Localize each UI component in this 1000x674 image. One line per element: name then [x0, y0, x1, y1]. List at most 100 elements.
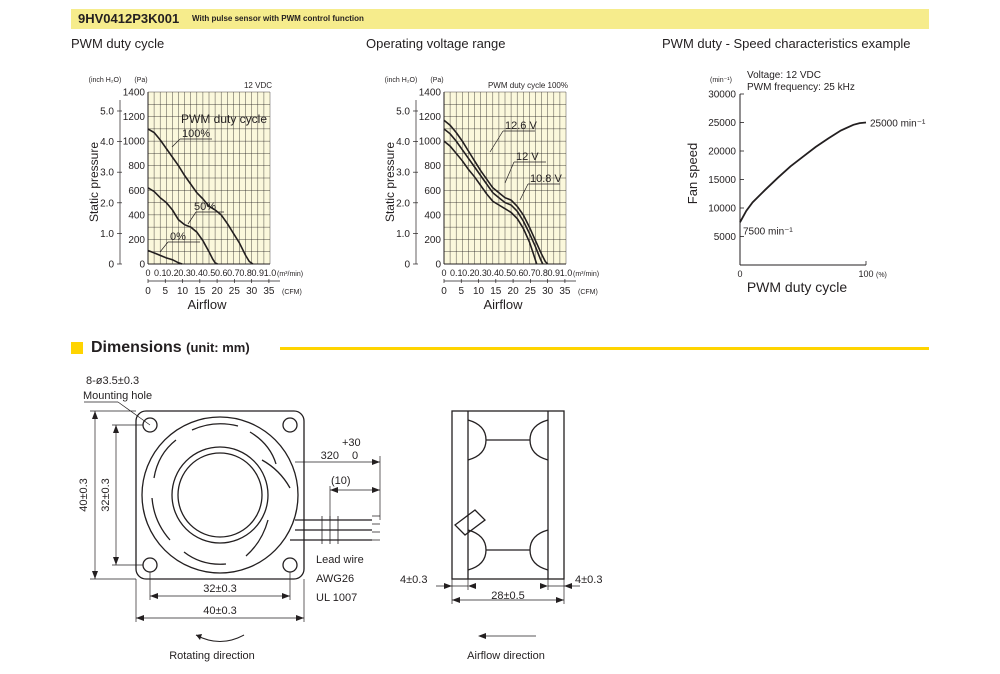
chart1-unit-pa: (Pa)	[134, 77, 147, 84]
chart1-unit-cfm: (CFM)	[282, 289, 302, 296]
chart1-pa-tick-label: 600	[128, 186, 145, 197]
rotating-direction-label: Rotating direction	[169, 650, 255, 662]
side-venturi-bottom-left	[467, 529, 487, 571]
chart2-pa-tick-label: 1000	[419, 137, 442, 148]
chart1-m3-tick-label: 0.3	[178, 268, 191, 278]
chart2-label-leader	[519, 183, 529, 201]
chart1-pa-tick-label: 0	[139, 260, 145, 271]
fan-hub-outer	[171, 446, 269, 544]
lead-tolerance-plus: +30	[342, 437, 361, 449]
chart1-note: 12 VDC	[244, 81, 272, 90]
front-dimensions	[84, 401, 381, 622]
chart2-m3-tick-label: 0.1	[450, 268, 463, 278]
chart1-series-line-0	[147, 128, 254, 265]
charts-area: 14001200100080060040020005.04.03.02.01.0…	[87, 70, 926, 312]
chart1-series-label-1: 50%	[194, 201, 216, 213]
chart1-pa-tick-label: 800	[128, 161, 145, 172]
side-venturi-top-left	[467, 419, 487, 461]
model-number: 9HV0412P3K001	[78, 11, 180, 26]
chart2-pa-tick-label: 200	[424, 235, 441, 246]
arrowhead	[92, 571, 98, 579]
chart1-pa-tick-label: 1200	[123, 112, 146, 123]
mounting-hole-bottom-left	[142, 557, 158, 573]
chart1-cfm-tick-label: 25	[229, 286, 241, 297]
chart2-note: PWM duty cycle 100%	[488, 81, 568, 90]
arrowhead	[452, 597, 460, 603]
chart3-x-tick-label: 100	[858, 269, 873, 279]
chart2-cfm-tick-label: 10	[473, 286, 485, 297]
chart2-cfm-tick-label: 5	[458, 286, 464, 297]
dimensions-title: Dimensions (unit: mm)	[91, 339, 250, 357]
dim-40-horizontal-label: 40±0.3	[203, 605, 237, 617]
chart3-y-tick-label: 20000	[708, 147, 736, 158]
arrowhead	[372, 459, 380, 465]
chart3-x-tick-label: 0	[737, 269, 742, 279]
chart2-unit-pa: (Pa)	[430, 77, 443, 84]
chart2-m3-tick-label: 0.3	[474, 268, 487, 278]
chart1-inch-tick-label: 1.0	[100, 229, 114, 240]
chart2-m3-tick-label: 0.9	[548, 268, 561, 278]
chart1-m3-tick-label: 0.8	[239, 268, 252, 278]
chart1-pa-tick-label: 1400	[123, 88, 146, 99]
chart3-y-tick-label: 15000	[708, 175, 736, 186]
chart1-cfm-tick-label: 30	[246, 286, 258, 297]
hole-label: Mounting hole	[83, 390, 152, 402]
arrowhead	[150, 593, 158, 599]
chart1-m3-tick-label: 0.6	[215, 268, 228, 278]
chart1-series-label-0: 100%	[182, 128, 210, 140]
side-dimensions	[436, 579, 580, 637]
chart1-series-line-1	[147, 187, 218, 265]
chart2-m3-tick-label: 0	[441, 268, 446, 278]
chart2-m3-tick-label: 0.6	[511, 268, 524, 278]
arrowhead	[136, 615, 144, 621]
chart2-m3-tick-label: 0.2	[462, 268, 475, 278]
arrowhead	[540, 583, 548, 589]
chart2-series-line-0	[443, 119, 549, 265]
chart3-note-frequency: PWM frequency: 25 kHz	[747, 82, 855, 93]
side-frame-outline	[451, 410, 565, 580]
arrowhead	[468, 583, 476, 589]
chart1-cfm-tick-label: 35	[263, 286, 275, 297]
chart3-y-tick-label: 10000	[708, 204, 736, 215]
chart2-m3-tick-label: 1.0	[560, 268, 573, 278]
side-venturi-top-right	[529, 419, 549, 461]
chart1-m3-tick-label: 0.9	[252, 268, 265, 278]
fan-venturi	[141, 416, 299, 574]
chart2-inch-tick-label: 2.0	[396, 198, 410, 209]
section-marker	[71, 342, 83, 354]
chart2-unit-inch: (inch H₂O)	[385, 77, 418, 84]
chart2-cfm-tick-label: 25	[525, 286, 537, 297]
chart1-unit-inch: (inch H₂O)	[89, 77, 122, 84]
rotation-arrowhead	[196, 634, 202, 640]
chart3-xlabel: PWM duty cycle	[747, 279, 848, 295]
chart1-pa-tick-label: 400	[128, 210, 145, 221]
chart3-start-label: 7500 min⁻¹	[743, 226, 793, 237]
chart3-y-tick-label: 30000	[708, 90, 736, 101]
arrowhead	[113, 425, 119, 433]
mounting-hole-top-right	[282, 417, 298, 433]
airflow-direction-label: Airflow direction	[467, 650, 545, 662]
chart3-series-line	[739, 121, 867, 223]
chart1-inch-tick-label: 3.0	[100, 168, 114, 179]
chart2-m3-tick-label: 0.7	[523, 268, 536, 278]
mounting-hole-bottom-right	[282, 557, 298, 573]
arrowhead	[92, 411, 98, 419]
chart1-m3-tick-label: 0.4	[191, 268, 204, 278]
dim-32-horizontal-label: 32±0.3	[203, 583, 237, 595]
flange-right-label: 4±0.3	[575, 574, 602, 586]
chart1-cfm-tick-label: 20	[212, 286, 224, 297]
dimensions-unit: (unit: mm)	[186, 340, 250, 355]
chart2-cfm-tick-label: 15	[490, 286, 502, 297]
chart2-m3-tick-label: 0.4	[487, 268, 500, 278]
chart1-m3-tick-label: 0.7	[227, 268, 240, 278]
chart2-inch-tick-label: 3.0	[396, 168, 410, 179]
side-venturi-bottom-right	[529, 529, 549, 571]
lead-wire-strips	[372, 515, 380, 541]
chart2-cfm-tick-label: 0	[441, 286, 447, 297]
section-rule	[280, 347, 929, 350]
ul-label: UL 1007	[316, 592, 357, 604]
chart2-inch-tick-label: 5.0	[396, 106, 410, 117]
chart1-m3-tick-label: 1.0	[264, 268, 277, 278]
side-lead-exit	[454, 509, 486, 536]
arrowhead	[296, 615, 304, 621]
